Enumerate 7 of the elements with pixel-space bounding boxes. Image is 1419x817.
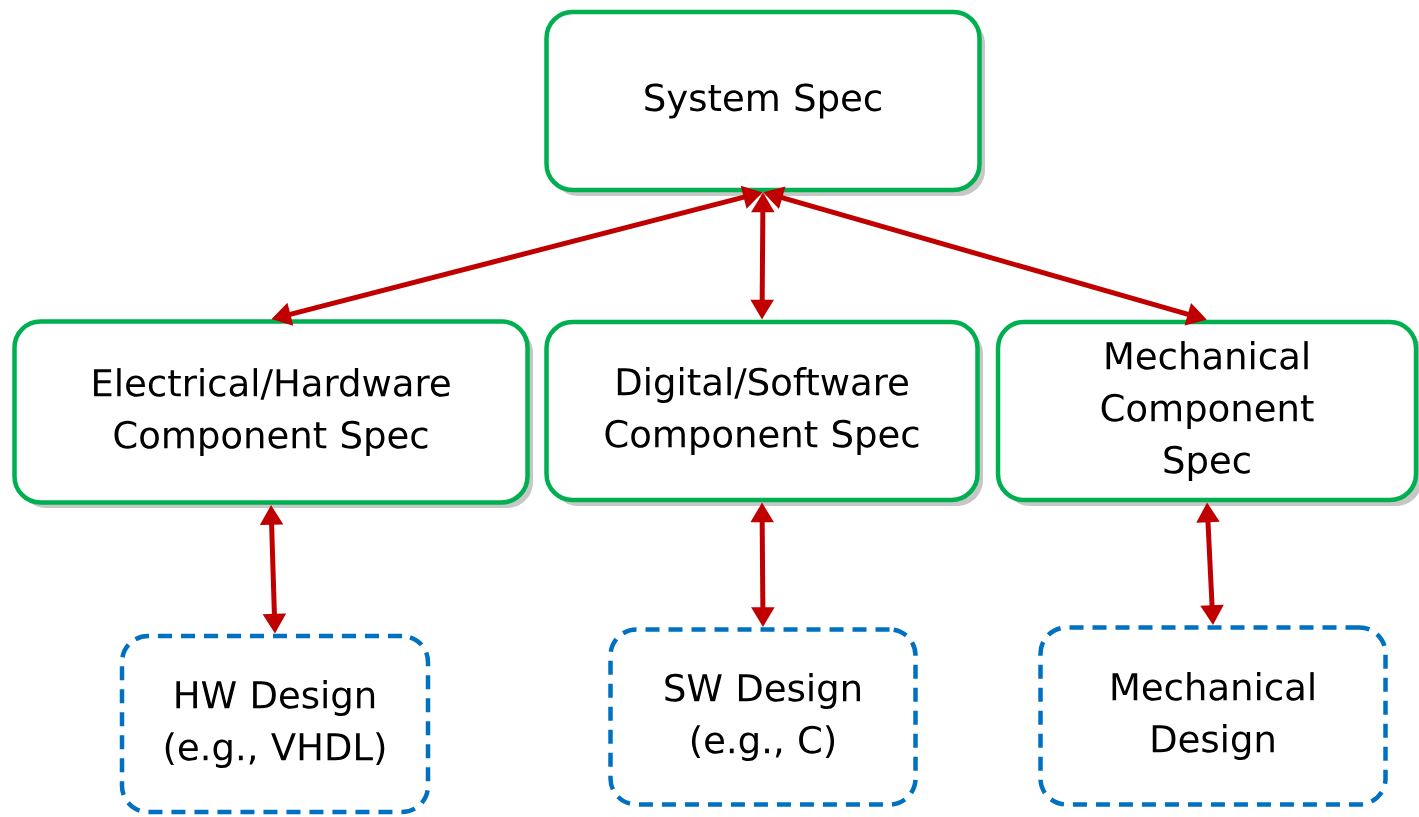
design-box: Mechanical Design bbox=[1038, 625, 1388, 807]
spec-box: Mechanical Component Spec bbox=[995, 319, 1419, 506]
design-box: HW Design (e.g., VHDL) bbox=[119, 633, 431, 815]
spec-box: Digital/Software Component Spec bbox=[544, 319, 983, 506]
design-box: SW Design (e.g., C) bbox=[608, 627, 918, 807]
spec-box: System Spec bbox=[544, 9, 985, 196]
spec-box: Electrical/Hardware Component Spec bbox=[12, 319, 533, 508]
